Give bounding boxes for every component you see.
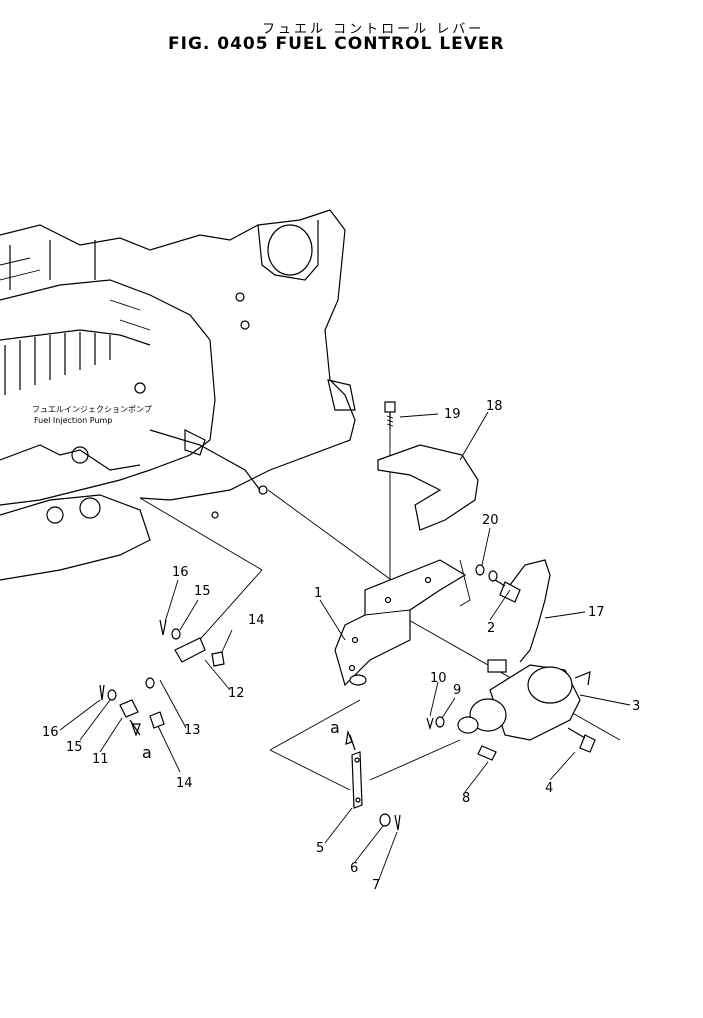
- arrow-icon: [345, 729, 353, 745]
- callout-labels: 1 2 3 4 5 6 7 8 9 10 11 12 13 14 14 15 1…: [42, 399, 640, 893]
- small-parts-8-9-10: [426, 716, 497, 761]
- callout-8: 8: [462, 791, 470, 806]
- callout-7: 7: [372, 878, 380, 893]
- callout-17: 17: [588, 605, 605, 620]
- callout-14-upper: 14: [248, 613, 265, 628]
- pump-label-jp: フュエルインジェクションポンプ: [32, 405, 152, 414]
- solenoid-part-3: [457, 659, 591, 741]
- bolt-part-4: [567, 727, 596, 753]
- callout-a-right: a: [330, 718, 340, 737]
- callout-16-lower: 16: [42, 725, 59, 740]
- cover-part-18: [377, 444, 479, 531]
- callout-15-lower: 15: [66, 740, 83, 755]
- callout-19: 19: [444, 407, 461, 422]
- callout-10: 10: [430, 671, 447, 686]
- callout-1: 1: [314, 586, 322, 601]
- callout-4: 4: [545, 781, 553, 796]
- callout-5: 5: [316, 841, 324, 856]
- callout-a-left: a: [142, 743, 152, 762]
- arrow-icon: [131, 723, 141, 737]
- callout-6: 6: [350, 861, 358, 876]
- bolt-part-19: [384, 401, 396, 430]
- callout-3: 3: [632, 699, 640, 714]
- callout-16-upper: 16: [172, 565, 189, 580]
- wire-part-17: [509, 559, 551, 663]
- engine-block: [0, 209, 356, 581]
- callout-14-lower: 14: [176, 776, 193, 791]
- callout-15-upper: 15: [194, 584, 211, 599]
- callout-20: 20: [482, 513, 499, 528]
- callout-9: 9: [453, 683, 461, 698]
- bolt-part-2: [475, 564, 521, 603]
- callout-18: 18: [486, 399, 503, 414]
- figure-title-en: FIG. 0405 FUEL CONTROL LEVER: [168, 34, 505, 54]
- callout-13: 13: [184, 723, 201, 738]
- bracket-part-1: [334, 559, 467, 687]
- link-part-5: [349, 734, 401, 831]
- pump-label-en: Fuel Injection Pump: [34, 416, 112, 425]
- callout-11: 11: [92, 752, 109, 767]
- callout-12: 12: [228, 686, 245, 701]
- callout-leaders: [59, 411, 631, 883]
- callout-2: 2: [487, 621, 495, 636]
- figure-title-jp: フュエル コントロール レバー: [262, 22, 485, 37]
- linkage-parts-11-16: [99, 619, 225, 736]
